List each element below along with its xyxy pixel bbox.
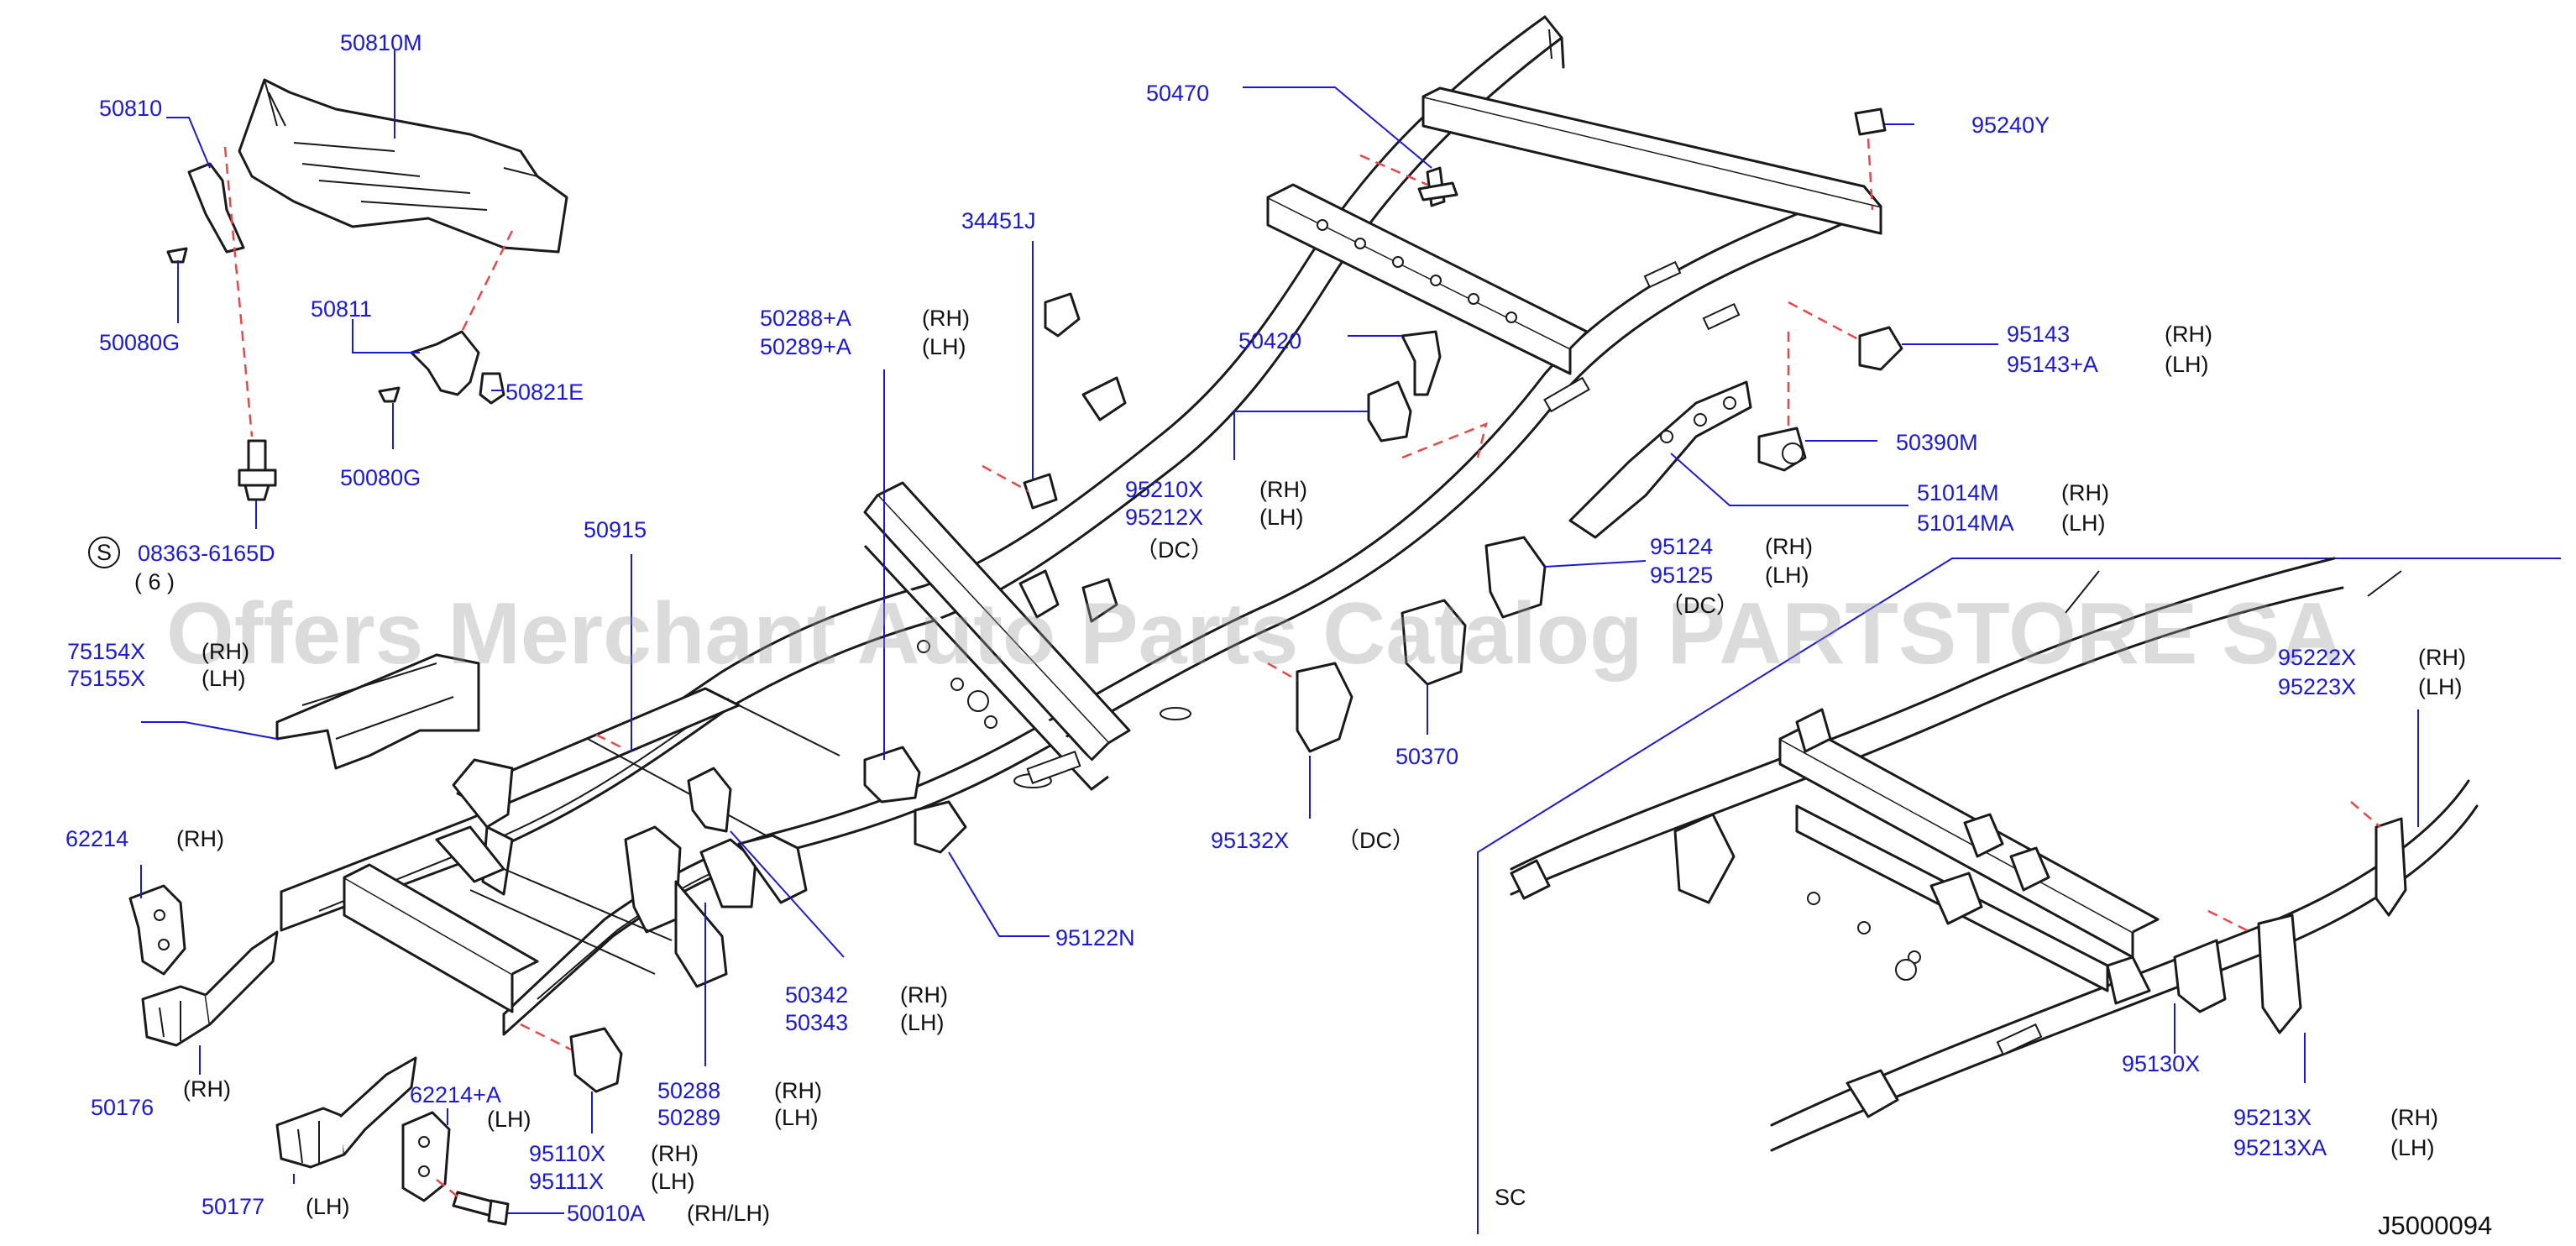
variant-label-dc: （DC） bbox=[1337, 828, 1415, 853]
side-label-rh: (RH) bbox=[2061, 480, 2109, 505]
side-label-lh: (LH) bbox=[2061, 510, 2106, 536]
side-label-rh: (RH) bbox=[1259, 477, 1307, 502]
standard-part-prefix: S bbox=[97, 540, 112, 565]
part-number-95122N[interactable]: 95122N bbox=[1055, 925, 1135, 950]
part-number-50080G[interactable]: 50080G bbox=[99, 330, 180, 355]
side-label-rh: (RH) bbox=[900, 982, 948, 1008]
part-number-34451J[interactable]: 34451J bbox=[961, 208, 1036, 233]
side-label-rh: (RH) bbox=[183, 1076, 231, 1102]
part-number-50342[interactable]: 50342 bbox=[785, 982, 848, 1008]
part-number-08363-6165D[interactable]: 08363-6165D bbox=[138, 541, 275, 566]
part-number-50810M[interactable]: 50810M bbox=[340, 30, 422, 55]
side-label-rh: (RH) bbox=[2390, 1105, 2438, 1130]
side-label-lh: (LH) bbox=[1765, 563, 1809, 588]
side-label-rh: (RH) bbox=[651, 1141, 699, 1166]
part-number-95111X[interactable]: 95111X bbox=[529, 1169, 604, 1194]
part-illustrations bbox=[128, 78, 1903, 1226]
part-number-95125[interactable]: 95125 bbox=[1650, 563, 1713, 588]
main-frame bbox=[280, 15, 1882, 1036]
part-number-50915[interactable]: 50915 bbox=[584, 517, 647, 542]
side-label-lh: (LH) bbox=[922, 334, 966, 359]
side-label-rh: (RH) bbox=[2165, 322, 2212, 347]
side-label-rh: (RH) bbox=[176, 826, 224, 851]
part-number-95132X[interactable]: 95132X bbox=[1211, 828, 1289, 853]
part-number-50177[interactable]: 50177 bbox=[202, 1194, 264, 1219]
part-number-50289A[interactable]: 50289+A bbox=[760, 334, 851, 359]
inset-label-sc: SC bbox=[1495, 1185, 1526, 1210]
part-number-95212X[interactable]: 95212X bbox=[1125, 505, 1203, 530]
part-number-95130X[interactable]: 95130X bbox=[2122, 1051, 2200, 1076]
quantity-label: ( 6 ) bbox=[134, 569, 175, 594]
part-number-50288A[interactable]: 50288+A bbox=[760, 306, 851, 331]
side-label-rh: (RH) bbox=[202, 639, 249, 664]
standard-part-symbol: S bbox=[88, 537, 120, 568]
side-label-lh: (LH) bbox=[1259, 505, 1304, 530]
callout-labels: 50810M 50810 50080G 50811 50821E 50080G … bbox=[65, 30, 2492, 1240]
part-number-50176[interactable]: 50176 bbox=[91, 1095, 154, 1120]
leader-lines bbox=[140, 50, 2419, 1214]
part-number-50821E[interactable]: 50821E bbox=[505, 380, 584, 405]
part-number-95124[interactable]: 95124 bbox=[1650, 534, 1713, 559]
part-number-50420[interactable]: 50420 bbox=[1238, 328, 1301, 353]
part-number-50390M[interactable]: 50390M bbox=[1896, 430, 1978, 455]
part-number-95110X[interactable]: 95110X bbox=[529, 1141, 605, 1166]
side-label-rh-lh: (RH/LH) bbox=[687, 1201, 770, 1226]
part-number-50289[interactable]: 50289 bbox=[657, 1105, 720, 1130]
side-label-rh: (RH) bbox=[922, 306, 970, 331]
side-label-lh: (LH) bbox=[2390, 1135, 2435, 1160]
part-number-50811[interactable]: 50811 bbox=[311, 296, 372, 322]
part-number-75155X[interactable]: 75155X bbox=[67, 666, 145, 691]
part-number-50080G-lower[interactable]: 50080G bbox=[340, 465, 421, 490]
diagram-reference-code: J5000094 bbox=[2378, 1211, 2492, 1240]
side-label-lh: (LH) bbox=[651, 1169, 695, 1194]
side-label-lh: (LH) bbox=[2165, 352, 2209, 377]
part-number-51014MA[interactable]: 51014MA bbox=[1917, 510, 2014, 536]
part-number-95222X[interactable]: 95222X bbox=[2278, 645, 2356, 670]
part-number-95143[interactable]: 95143 bbox=[2007, 322, 2070, 347]
side-label-lh: (LH) bbox=[774, 1105, 819, 1130]
part-number-62214[interactable]: 62214 bbox=[65, 826, 128, 851]
part-number-50343[interactable]: 50343 bbox=[785, 1010, 848, 1035]
part-number-50370[interactable]: 50370 bbox=[1395, 744, 1458, 769]
part-number-51014M[interactable]: 51014M bbox=[1917, 480, 1999, 505]
part-number-95143A[interactable]: 95143+A bbox=[2007, 352, 2098, 377]
part-number-50470[interactable]: 50470 bbox=[1146, 81, 1209, 106]
part-number-95210X[interactable]: 95210X bbox=[1125, 477, 1203, 502]
part-number-50288[interactable]: 50288 bbox=[657, 1078, 720, 1103]
assembly-lines bbox=[223, 138, 2381, 1197]
side-label-lh: (LH) bbox=[900, 1010, 945, 1035]
part-number-50010A[interactable]: 50010A bbox=[567, 1201, 645, 1226]
variant-label-dc: （DC） bbox=[1661, 593, 1739, 618]
part-number-75154X[interactable]: 75154X bbox=[67, 639, 145, 664]
inset-frame bbox=[1477, 557, 2561, 1234]
side-label-lh: (LH) bbox=[202, 666, 246, 691]
side-label-lh: (LH) bbox=[2418, 674, 2463, 699]
part-number-62214A[interactable]: 62214+A bbox=[410, 1082, 501, 1107]
side-label-rh: (RH) bbox=[774, 1078, 822, 1103]
part-number-50810[interactable]: 50810 bbox=[99, 96, 162, 121]
side-label-rh: (RH) bbox=[1765, 534, 1813, 559]
part-number-95223X[interactable]: 95223X bbox=[2278, 674, 2356, 699]
part-number-95213X[interactable]: 95213X bbox=[2233, 1105, 2312, 1130]
variant-label-dc: （DC） bbox=[1135, 537, 1213, 563]
watermark-text: Offers Merchant Auto Parts Catalog PARTS… bbox=[166, 585, 2343, 683]
side-label-rh: (RH) bbox=[2418, 645, 2466, 670]
part-number-95213XA[interactable]: 95213XA bbox=[2233, 1135, 2327, 1160]
part-number-95240Y[interactable]: 95240Y bbox=[1971, 113, 2050, 138]
side-label-lh: (LH) bbox=[487, 1107, 531, 1132]
side-label-lh: (LH) bbox=[306, 1194, 350, 1219]
